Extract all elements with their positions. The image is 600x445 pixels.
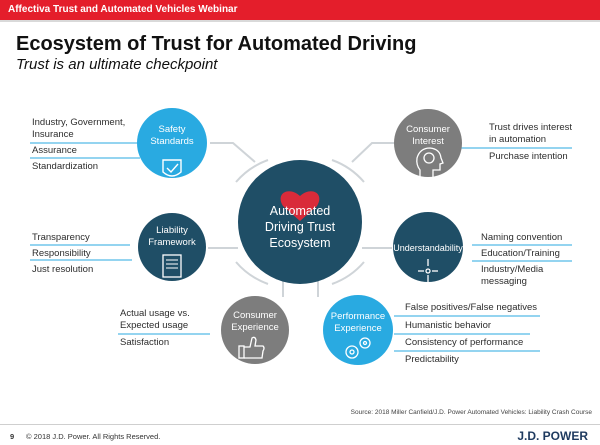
interest-item-3: Purchase intention <box>489 151 568 162</box>
experience-item-3: Satisfaction <box>120 337 170 348</box>
liability-framework-line-1: Liability <box>156 225 188 236</box>
understandability-line-1: Understandability <box>393 243 463 253</box>
performance-item-2: Humanistic behavior <box>405 320 492 331</box>
webinar-header-bar: Affectiva Trust and Automated Vehicles W… <box>0 0 600 20</box>
shield-icon <box>162 159 182 177</box>
consumer-experience-line-1: Consumer <box>233 310 277 321</box>
consumer-experience-label: Consumer Experience <box>220 310 290 334</box>
safety-standards-line-2: Standards <box>150 136 194 147</box>
header-divider <box>0 20 600 22</box>
center-label: Automated Driving Trust Ecosystem <box>242 203 358 251</box>
safety-item-1: Industry, Government, <box>32 117 126 128</box>
left-dividers <box>30 142 210 335</box>
copyright-text: © 2018 J.D. Power. All Rights Reserved. <box>26 432 161 441</box>
center-circle <box>238 160 362 284</box>
center-line-3: Ecosystem <box>269 236 331 250</box>
source-note: Source: 2018 Miller Canfield/J.D. Power … <box>350 409 592 416</box>
slide-title: Ecosystem of Trust for Automated Driving <box>16 33 417 55</box>
performance-experience-circle <box>323 295 393 365</box>
slide-subtitle: Trust is an ultimate checkpoint <box>16 56 218 73</box>
interest-item-2: in automation <box>489 134 547 145</box>
liability-framework-circle <box>138 213 206 281</box>
performance-experience-label: Performance Experience <box>323 311 393 335</box>
right-dividers <box>394 147 572 352</box>
liability-framework-line-2: Framework <box>148 237 196 248</box>
understandability-item-2: Education/Training <box>481 248 560 259</box>
webinar-title: Affectiva Trust and Automated Vehicles W… <box>8 4 238 15</box>
liability-item-2: Responsibility <box>32 248 91 259</box>
center-line-1: Automated <box>269 204 331 218</box>
safety-item-2: Insurance <box>32 129 74 140</box>
performance-item-3: Consistency of performance <box>405 337 524 348</box>
document-lines-icon <box>166 259 178 269</box>
consumer-interest-line-2: Interest <box>412 136 444 147</box>
head-dollar-icon <box>416 147 444 178</box>
understandability-item-4: messaging <box>481 276 527 287</box>
liability-framework-label: Liability Framework <box>137 225 207 249</box>
liability-item-3: Just resolution <box>32 264 94 275</box>
consumer-interest-label: Consumer Interest <box>393 124 463 148</box>
performance-item-1: False positives/False negatives <box>405 302 538 313</box>
understandability-circle <box>393 212 463 282</box>
consumer-experience-line-2: Experience <box>231 322 279 333</box>
safety-standards-label: Safety Standards <box>137 124 207 148</box>
performance-item-4: Predictability <box>405 354 459 365</box>
safety-item-4: Standardization <box>32 161 99 172</box>
understandability-item-1: Naming convention <box>481 232 563 243</box>
page-number: 9 <box>10 432 15 441</box>
center-line-2: Driving Trust <box>264 220 336 234</box>
gears-icon <box>345 337 371 359</box>
interest-item-1: Trust drives interest <box>489 122 573 133</box>
consumer-experience-circle <box>221 296 289 364</box>
safety-item-3: Assurance <box>32 145 77 156</box>
understandability-item-3: Industry/Media <box>481 264 544 275</box>
heart-icon <box>280 191 320 221</box>
jd-power-logo: J.D. POWER <box>517 429 588 443</box>
thumbs-up-icon <box>238 336 265 359</box>
consumer-interest-circle <box>394 109 462 177</box>
arrows-converge-icon <box>418 259 438 282</box>
connector-lines <box>208 142 394 297</box>
performance-experience-line-1: Performance <box>330 311 386 322</box>
check-icon <box>166 163 179 174</box>
liability-item-1: Transparency <box>32 232 90 243</box>
experience-item-1: Actual usage vs. <box>120 308 190 319</box>
document-icon <box>162 254 182 278</box>
performance-experience-line-2: Experience <box>334 323 382 334</box>
safety-standards-circle <box>137 108 207 178</box>
footer-divider <box>0 424 600 425</box>
safety-standards-line-1: Safety <box>158 124 186 135</box>
cycle-arrows <box>235 159 365 285</box>
consumer-interest-line-1: Consumer <box>406 124 450 135</box>
understandability-label: Understandability <box>390 242 466 254</box>
experience-item-2: Expected usage <box>120 320 189 331</box>
